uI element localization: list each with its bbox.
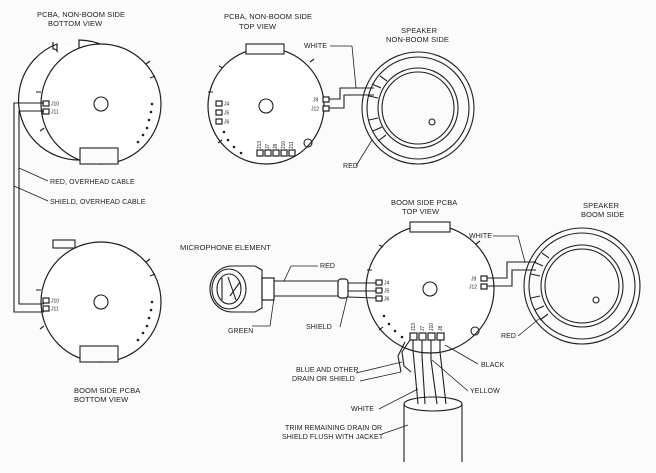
label-speaker-boom-line2: BOOM SIDE [581,210,624,219]
pad [288,149,296,157]
pad [42,297,50,304]
label-red-top: RED [343,163,358,170]
title-nonboom-top-line2: TOP VIEW [239,22,277,31]
pad-label-j12-boom: J12 [469,285,477,291]
label-white-bottom: WHITE [351,406,374,413]
pad-label-j11-boom: J11 [51,307,59,313]
pad [256,149,264,157]
label-blue-line2: DRAIN OR SHIELD [292,376,355,383]
speaker-nonboom-outline [361,51,475,165]
pad-label-j12: J12 [311,107,319,113]
pad [322,96,330,103]
pad-label-j9: J9 [313,98,319,104]
pad-label-j13: J13 [257,141,263,149]
pcba-boom-top: J4 J5 J6 J9 J12 J13 J7 J10 J8 [365,221,495,354]
pcba-boom-bottom-hole [93,294,109,310]
speaker-nonboom [361,51,475,165]
label-yellow: YELLOW [470,388,500,395]
title-nonboom-bottom-line1: PCBA, NON-BOOM SIDE [37,10,125,19]
pad [375,295,383,302]
pad-label-j4-boom: J4 [384,281,390,287]
label-mic-green: GREEN [228,328,253,335]
pcba-nonboom-bottom: J10 J11 [17,39,162,165]
pad-label-j11: J11 [51,110,59,116]
label-mic-red: RED [320,263,335,270]
pcba-nonboom-top-hole [258,98,274,114]
pad [215,109,223,116]
title-nonboom-bottom-line2: BOTTOM VIEW [48,19,103,28]
speaker-boom [523,227,641,345]
pad-label-j9-boom: J9 [471,277,477,283]
pad-label-j10: J10 [51,102,59,108]
label-red-boom: RED [501,333,516,340]
pad [375,279,383,286]
pad-label-j4: J4 [224,102,230,108]
pcba-nonboom-top: J4 J5 J6 J9 J12 J13 J7 J8 J10 J11 [207,43,330,165]
label-blue-line1: BLUE AND OTHER [296,367,358,374]
label-trim-line1: TRIM REMAINING DRAIN OR [285,425,382,432]
label-speaker-nonboom-line2: NON-BOOM SIDE [386,35,449,44]
label-white-boom: WHITE [469,233,492,240]
title-boom-bottom-line2: BOTTOM VIEW [74,395,129,404]
pad-label-j6: J6 [224,120,230,126]
label-white-top: WHITE [304,43,327,50]
pcba-boom-bottom: J10 J11 [36,239,162,363]
pad [280,149,288,157]
pad-label-j10-boomtop: J10 [429,323,435,331]
pad [322,105,330,112]
pad-label-j11-top: J11 [289,141,295,149]
pad-label-j6-boom: J6 [384,297,390,303]
label-shield-overhead: SHIELD, OVERHEAD CABLE [50,199,146,206]
pad [480,275,488,282]
label-trim-line2: SHIELD FLUSH WITH JACKET [282,434,384,441]
title-nonboom-top-line1: PCBA, NON-BOOM SIDE [224,12,312,21]
shield-sleeve [337,278,349,299]
pad-label-j7-boom: J7 [420,326,426,332]
pad-label-j5-boom: J5 [384,289,390,295]
pad-label-j8-boom: J8 [438,326,444,332]
pad [264,149,272,157]
title-boom-top-line1: BOOM SIDE PCBA [391,198,457,207]
pcba-boom-top-hole [422,281,438,297]
speaker-boom-outline [523,227,641,345]
pad-label-j10-top: J10 [281,141,287,149]
pad [436,332,445,341]
pad-label-j7: J7 [265,144,271,150]
pad-label-j10-boom: J10 [51,299,59,305]
label-mic-shield: SHIELD [306,324,332,331]
label-speaker-nonboom-line1: SPEAKER [401,26,438,35]
main-cable [397,339,463,462]
title-boom-top-line2: TOP VIEW [402,207,440,216]
label-red-overhead: RED, OVERHEAD CABLE [50,179,135,186]
pad [42,305,50,312]
pad [409,332,418,341]
pad-label-j13-boom: J13 [411,323,417,331]
pad [215,100,223,107]
label-speaker-boom-line1: SPEAKER [583,201,620,210]
overhead-cable [13,102,49,313]
label-microphone-element: MICROPHONE ELEMENT [180,243,271,252]
pad [375,287,383,294]
pad [418,332,427,341]
label-black: BLACK [481,362,505,369]
pad-label-j8: J8 [273,144,279,150]
microphone-element [209,265,275,313]
title-boom-bottom-line1: BOOM SIDE PCBA [74,386,140,395]
pad-label-j5: J5 [224,111,230,117]
pad [272,149,280,157]
pad [215,118,223,125]
pad [427,332,436,341]
pad [480,283,488,290]
pcba-nonboom-bottom-hole [93,96,109,112]
